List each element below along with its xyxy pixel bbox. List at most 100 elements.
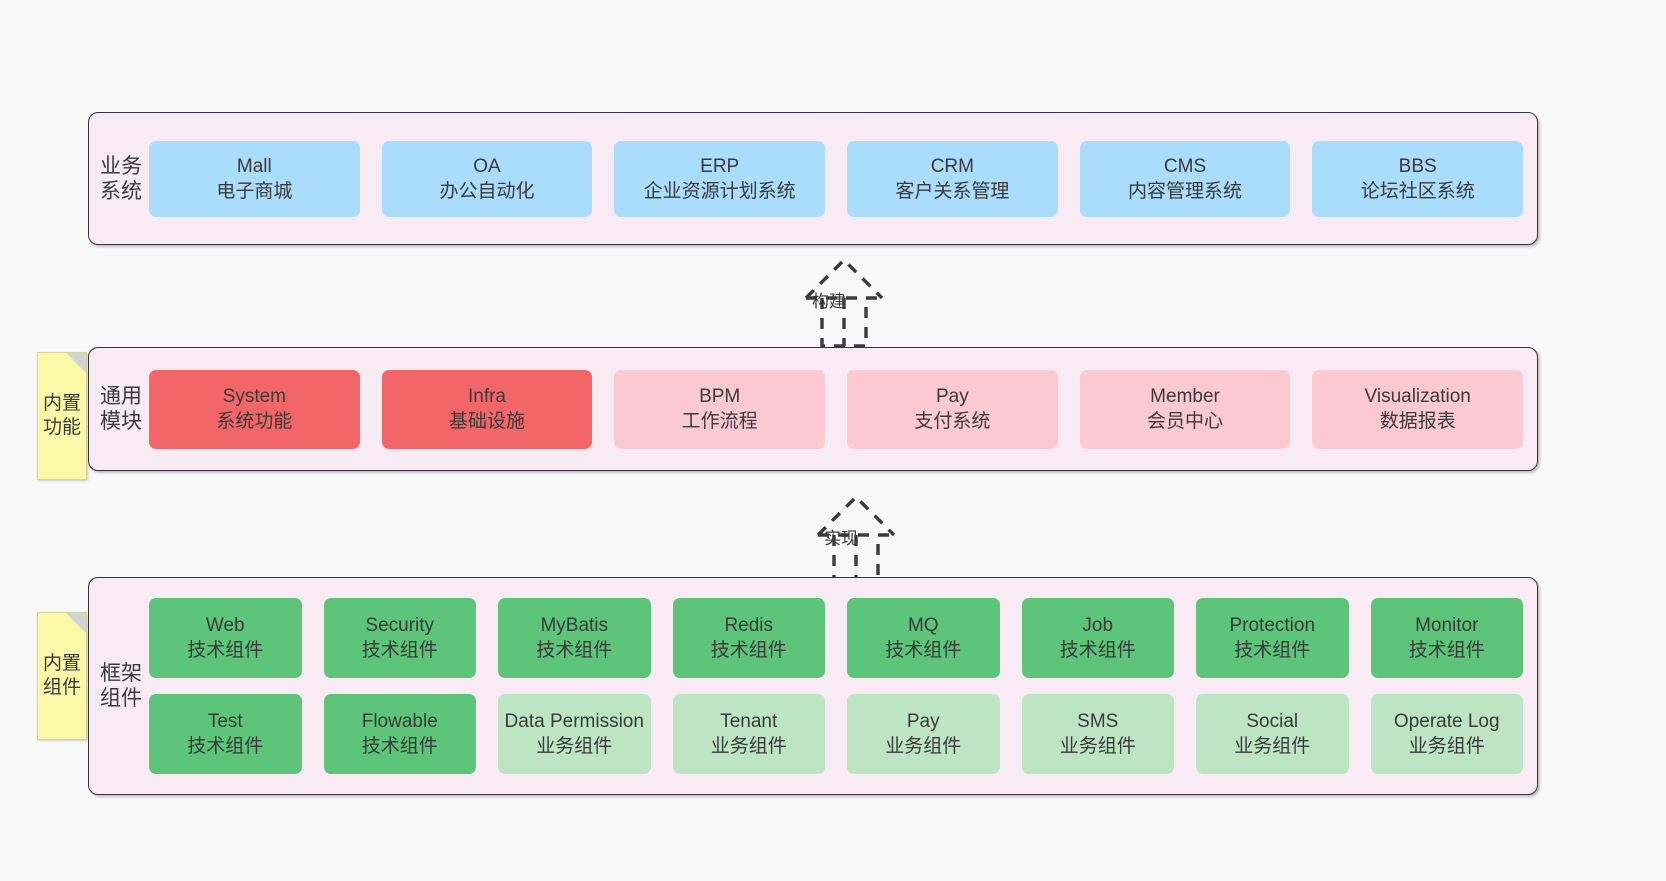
card-social[interactable]: Social 业务组件 xyxy=(1196,694,1349,774)
card-monitor[interactable]: Monitor 技术组件 xyxy=(1370,598,1523,678)
card-row: Mall 电子商城 OA 办公自动化 ERP 企业资源计划系统 CRM 客户关系… xyxy=(149,140,1524,217)
card-security[interactable]: Security 技术组件 xyxy=(323,598,476,678)
card-job[interactable]: Job 技术组件 xyxy=(1021,598,1174,678)
card-title: Member xyxy=(1150,386,1220,407)
card-bbs[interactable]: BBS 论坛社区系统 xyxy=(1312,140,1524,217)
card-infra[interactable]: Infra 基础设施 xyxy=(381,369,593,449)
card-title: SMS xyxy=(1077,711,1119,732)
build-arrow-icon xyxy=(804,257,884,348)
card-subtitle: 业务组件 xyxy=(1234,736,1311,757)
card-system[interactable]: System 系统功能 xyxy=(149,369,360,449)
card-subtitle: 业务组件 xyxy=(885,736,962,757)
card-cms[interactable]: CMS 内容管理系统 xyxy=(1079,140,1291,217)
card-title: Protection xyxy=(1229,615,1316,636)
card-subtitle: 业务组件 xyxy=(710,736,787,757)
card-subtitle: 技术组件 xyxy=(187,736,264,757)
layer-framework-components: 框架组件 Web 技术组件 Security 技术组件 MyBatis 技术组件… xyxy=(88,577,1538,795)
card-title: OA xyxy=(473,155,501,177)
card-web[interactable]: Web 技术组件 xyxy=(149,598,302,678)
card-title: Tenant xyxy=(720,711,778,732)
card-subtitle: 技术组件 xyxy=(710,640,787,661)
card-data-permission[interactable]: Data Permission 业务组件 xyxy=(498,694,651,774)
note-label: 内置功能 xyxy=(42,393,81,438)
card-row: Test 技术组件 Flowable 技术组件 Data Permission … xyxy=(149,694,1523,774)
card-title: ERP xyxy=(700,155,740,177)
card-title: MQ xyxy=(907,615,939,636)
card-subtitle: 技术组件 xyxy=(1059,640,1136,661)
implement-arrow-icon xyxy=(816,494,896,585)
card-title: CMS xyxy=(1163,155,1207,177)
card-title: Pay xyxy=(906,711,940,732)
card-title: BBS xyxy=(1398,155,1437,177)
card-bpm[interactable]: BPM 工作流程 xyxy=(614,369,826,449)
card-mybatis[interactable]: MyBatis 技术组件 xyxy=(498,598,651,678)
card-subtitle: 论坛社区系统 xyxy=(1360,180,1475,202)
card-subtitle: 技术组件 xyxy=(536,640,613,661)
layer-body-common-modules: System 系统功能 Infra 基础设施 BPM 工作流程 Pay 支付系统… xyxy=(145,348,1537,470)
layer-body-framework-components: Web 技术组件 Security 技术组件 MyBatis 技术组件 Redi… xyxy=(145,578,1537,794)
card-title: MyBatis xyxy=(540,615,609,636)
card-subtitle: 系统功能 xyxy=(216,411,293,432)
card-subtitle: 数据报表 xyxy=(1379,411,1456,432)
card-subtitle: 内容管理系统 xyxy=(1128,180,1243,202)
card-row: System 系统功能 Infra 基础设施 BPM 工作流程 Pay 支付系统… xyxy=(149,369,1524,449)
card-pay-module[interactable]: Pay 支付系统 xyxy=(847,369,1058,449)
card-mq[interactable]: MQ 技术组件 xyxy=(847,598,1000,678)
card-title: Social xyxy=(1246,711,1299,732)
card-title: Infra xyxy=(467,386,507,407)
card-redis[interactable]: Redis 技术组件 xyxy=(672,598,825,678)
card-title: Job xyxy=(1082,615,1114,636)
card-subtitle: 技术组件 xyxy=(187,640,264,661)
card-oa[interactable]: OA 办公自动化 xyxy=(381,140,593,217)
card-title: CRM xyxy=(930,155,974,177)
card-title: Web xyxy=(205,615,245,636)
card-title: System xyxy=(222,386,287,407)
card-tenant[interactable]: Tenant 业务组件 xyxy=(672,694,825,774)
card-title: Redis xyxy=(724,615,774,636)
card-flowable[interactable]: Flowable 技术组件 xyxy=(323,694,476,774)
card-subtitle: 企业资源计划系统 xyxy=(643,180,796,202)
card-title: BPM xyxy=(699,386,741,407)
card-pay-component[interactable]: Pay 业务组件 xyxy=(847,694,1000,774)
card-subtitle: 办公自动化 xyxy=(439,180,535,202)
connector-implement: 实现 xyxy=(756,487,956,587)
card-subtitle: 技术组件 xyxy=(1408,640,1485,661)
note-builtin-functions: 内置功能 xyxy=(37,352,87,480)
card-subtitle: 工作流程 xyxy=(681,411,758,432)
card-erp[interactable]: ERP 企业资源计划系统 xyxy=(614,140,826,217)
layer-title-common-modules: 通用模块 xyxy=(100,385,142,433)
card-member[interactable]: Member 会员中心 xyxy=(1079,369,1291,449)
card-visualization[interactable]: Visualization 数据报表 xyxy=(1312,369,1524,449)
note-builtin-components: 内置组件 xyxy=(37,612,87,740)
card-title: Pay xyxy=(935,386,969,407)
card-subtitle: 技术组件 xyxy=(361,640,438,661)
card-subtitle: 技术组件 xyxy=(361,736,438,757)
card-title: Data Permission xyxy=(504,711,644,732)
connector-build: 构建 xyxy=(744,250,944,350)
card-test[interactable]: Test 技术组件 xyxy=(149,694,302,774)
card-title: Monitor xyxy=(1415,615,1479,636)
card-row: Web 技术组件 Security 技术组件 MyBatis 技术组件 Redi… xyxy=(149,598,1523,678)
card-subtitle: 业务组件 xyxy=(1408,736,1485,757)
connector-implement-label: 实现 xyxy=(824,529,858,548)
card-title: Operate Log xyxy=(1393,711,1500,732)
card-sms[interactable]: SMS 业务组件 xyxy=(1021,694,1174,774)
card-title: Test xyxy=(207,711,243,732)
card-subtitle: 电子商城 xyxy=(216,180,293,202)
card-subtitle: 技术组件 xyxy=(885,640,962,661)
layer-title-framework-components: 框架组件 xyxy=(100,662,142,710)
card-operate-log[interactable]: Operate Log 业务组件 xyxy=(1370,694,1523,774)
card-mall[interactable]: Mall 电子商城 xyxy=(149,140,360,217)
layer-body-business-systems: Mall 电子商城 OA 办公自动化 ERP 企业资源计划系统 CRM 客户关系… xyxy=(145,113,1537,244)
card-title: Flowable xyxy=(361,711,438,732)
layer-common-modules: 通用模块 System 系统功能 Infra 基础设施 BPM 工作流程 Pay… xyxy=(88,347,1538,471)
card-protection[interactable]: Protection 技术组件 xyxy=(1196,598,1349,678)
layer-business-systems: 业务系统 Mall 电子商城 OA 办公自动化 ERP 企业资源计划系统 CRM… xyxy=(88,112,1538,245)
layer-title-business-systems: 业务系统 xyxy=(100,154,142,203)
card-subtitle: 支付系统 xyxy=(914,411,991,432)
card-subtitle: 业务组件 xyxy=(536,736,613,757)
card-title: Mall xyxy=(236,155,272,177)
card-crm[interactable]: CRM 客户关系管理 xyxy=(847,140,1058,217)
card-subtitle: 技术组件 xyxy=(1234,640,1311,661)
